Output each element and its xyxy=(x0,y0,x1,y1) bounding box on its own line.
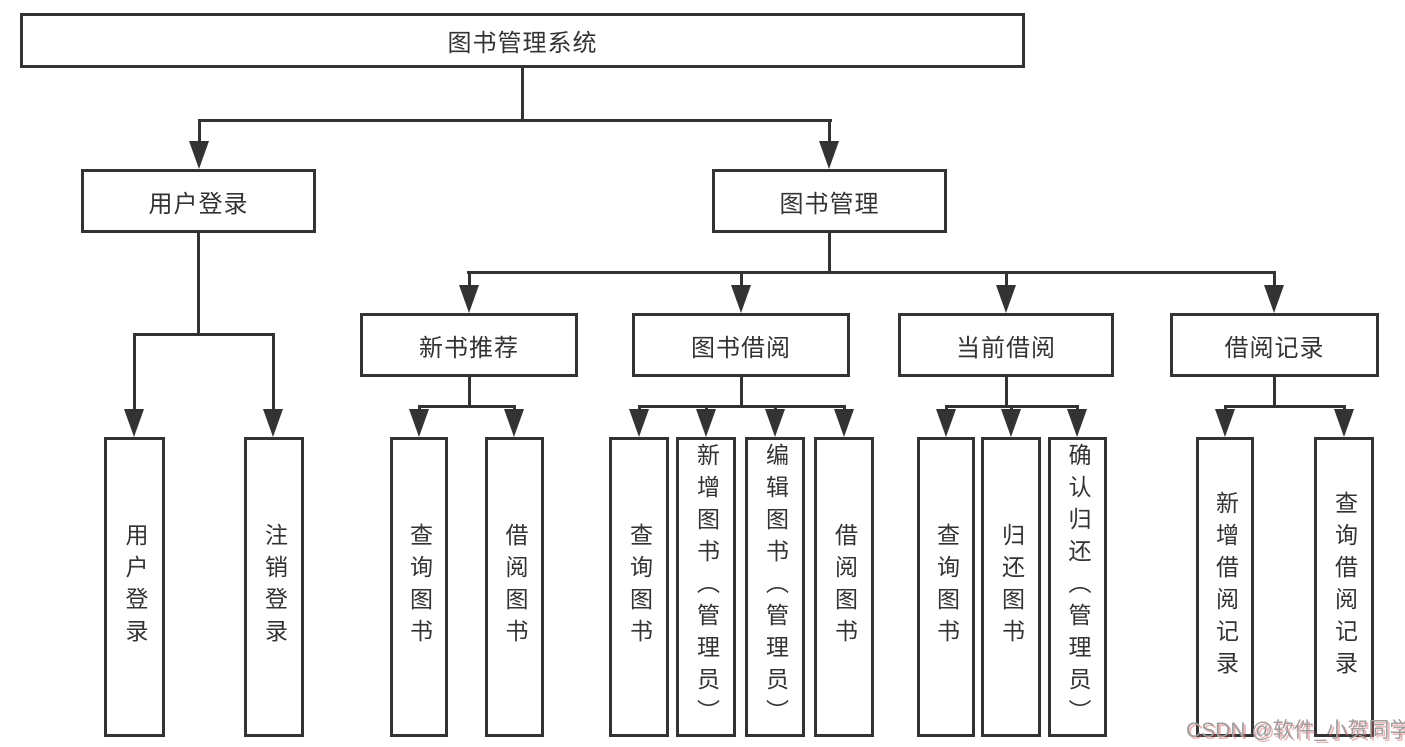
connector-user-login-rail xyxy=(133,333,275,336)
node-user-login-leaf: 用户登录 xyxy=(104,437,165,737)
node-current-borrowing: 当前借阅 xyxy=(898,313,1114,377)
connector-drop-new-book xyxy=(468,271,471,287)
arrow-to-return-books xyxy=(1001,409,1021,437)
connector-drop-query-books-3 xyxy=(945,405,948,411)
arrow-to-borrow-records xyxy=(1264,285,1284,313)
csdn-watermark: CSDN @软件_小贺同学 xyxy=(1186,719,1405,742)
connector-drop-user-login xyxy=(198,119,201,144)
arrow-to-query-books-3 xyxy=(936,409,956,437)
connector-drop-login-leaf xyxy=(133,333,136,411)
node-logout-leaf: 注销登录 xyxy=(244,437,304,737)
arrow-to-book-management xyxy=(819,141,839,169)
node-query-borrow-record: 查询借阅记录 xyxy=(1314,437,1374,737)
arrow-to-book-borrow xyxy=(731,285,751,313)
arrow-to-new-book xyxy=(459,285,479,313)
node-query-books-under-borrowing: 查询图书 xyxy=(609,437,669,737)
connector-drop-return-books xyxy=(1010,405,1013,411)
connector-drop-borrow-records xyxy=(1273,271,1276,287)
arrow-to-query-books-2 xyxy=(629,409,649,437)
arrow-to-current-borrow xyxy=(996,285,1016,313)
node-borrow-books-under-borrowing: 借阅图书 xyxy=(814,437,874,737)
arrow-to-query-books-1 xyxy=(409,409,429,437)
node-user-login-branch: 用户登录 xyxy=(81,169,316,233)
arrow-to-confirm-return xyxy=(1067,409,1087,437)
connector-drop-query-books-1 xyxy=(418,405,421,411)
connector-drop-add-books xyxy=(705,405,708,411)
node-library-management-system: 图书管理系统 xyxy=(20,13,1025,68)
arrow-to-edit-books xyxy=(765,409,785,437)
connector-drop-book-borrow xyxy=(740,271,743,287)
connector-drop-confirm-return xyxy=(1076,405,1079,411)
connector-borrow-records-stem xyxy=(1273,377,1276,405)
connector-drop-query-books-2 xyxy=(638,405,641,411)
arrow-to-add-books xyxy=(696,409,716,437)
connector-book-borrow-stem xyxy=(740,377,743,405)
node-edit-books-admin: 编辑图书（管理员） xyxy=(745,437,805,737)
arrow-to-borrow-books-2 xyxy=(834,409,854,437)
arrow-to-query-record xyxy=(1334,409,1354,437)
arrow-to-add-record xyxy=(1215,409,1235,437)
connector-drop-book-management xyxy=(828,119,831,144)
node-borrowing-records: 借阅记录 xyxy=(1170,313,1379,377)
connector-drop-edit-books xyxy=(774,405,777,411)
connector-current-borrow-stem xyxy=(1005,377,1008,405)
connector-book-mgmt-stem xyxy=(828,233,831,271)
connector-root-stem xyxy=(521,68,524,119)
connector-book-mgmt-rail xyxy=(467,271,1275,274)
connector-new-book-stem xyxy=(468,377,471,405)
connector-drop-logout-leaf xyxy=(272,333,275,411)
connector-drop-query-record xyxy=(1343,405,1346,411)
connector-drop-add-record xyxy=(1224,405,1227,411)
arrow-to-user-login xyxy=(189,141,209,169)
connector-new-book-rail xyxy=(418,405,516,408)
connector-borrow-records-rail xyxy=(1224,405,1346,408)
connector-user-login-stem xyxy=(197,233,200,333)
node-add-books-admin: 新增图书（管理员） xyxy=(676,437,736,737)
connector-drop-borrow-books-2 xyxy=(843,405,846,411)
node-query-books-under-current: 查询图书 xyxy=(917,437,975,737)
node-book-management-branch: 图书管理 xyxy=(712,169,947,233)
node-confirm-return-admin: 确认归还（管理员） xyxy=(1048,437,1107,737)
arrow-to-borrow-books-1 xyxy=(504,409,524,437)
connector-drop-current-borrow xyxy=(1005,271,1008,287)
arrow-to-login-leaf xyxy=(124,409,144,437)
connector-root-rail xyxy=(198,119,832,122)
arrow-to-logout-leaf xyxy=(263,409,283,437)
node-query-books-under-new-book: 查询图书 xyxy=(390,437,448,737)
connector-drop-borrow-books-1 xyxy=(513,405,516,411)
node-new-book-recommend: 新书推荐 xyxy=(360,313,578,377)
node-book-borrowing: 图书借阅 xyxy=(632,313,850,377)
connector-book-borrow-rail xyxy=(638,405,845,408)
node-return-books: 归还图书 xyxy=(981,437,1041,737)
node-add-borrow-record: 新增借阅记录 xyxy=(1196,437,1254,737)
node-borrow-books-under-new-book: 借阅图书 xyxy=(485,437,544,737)
